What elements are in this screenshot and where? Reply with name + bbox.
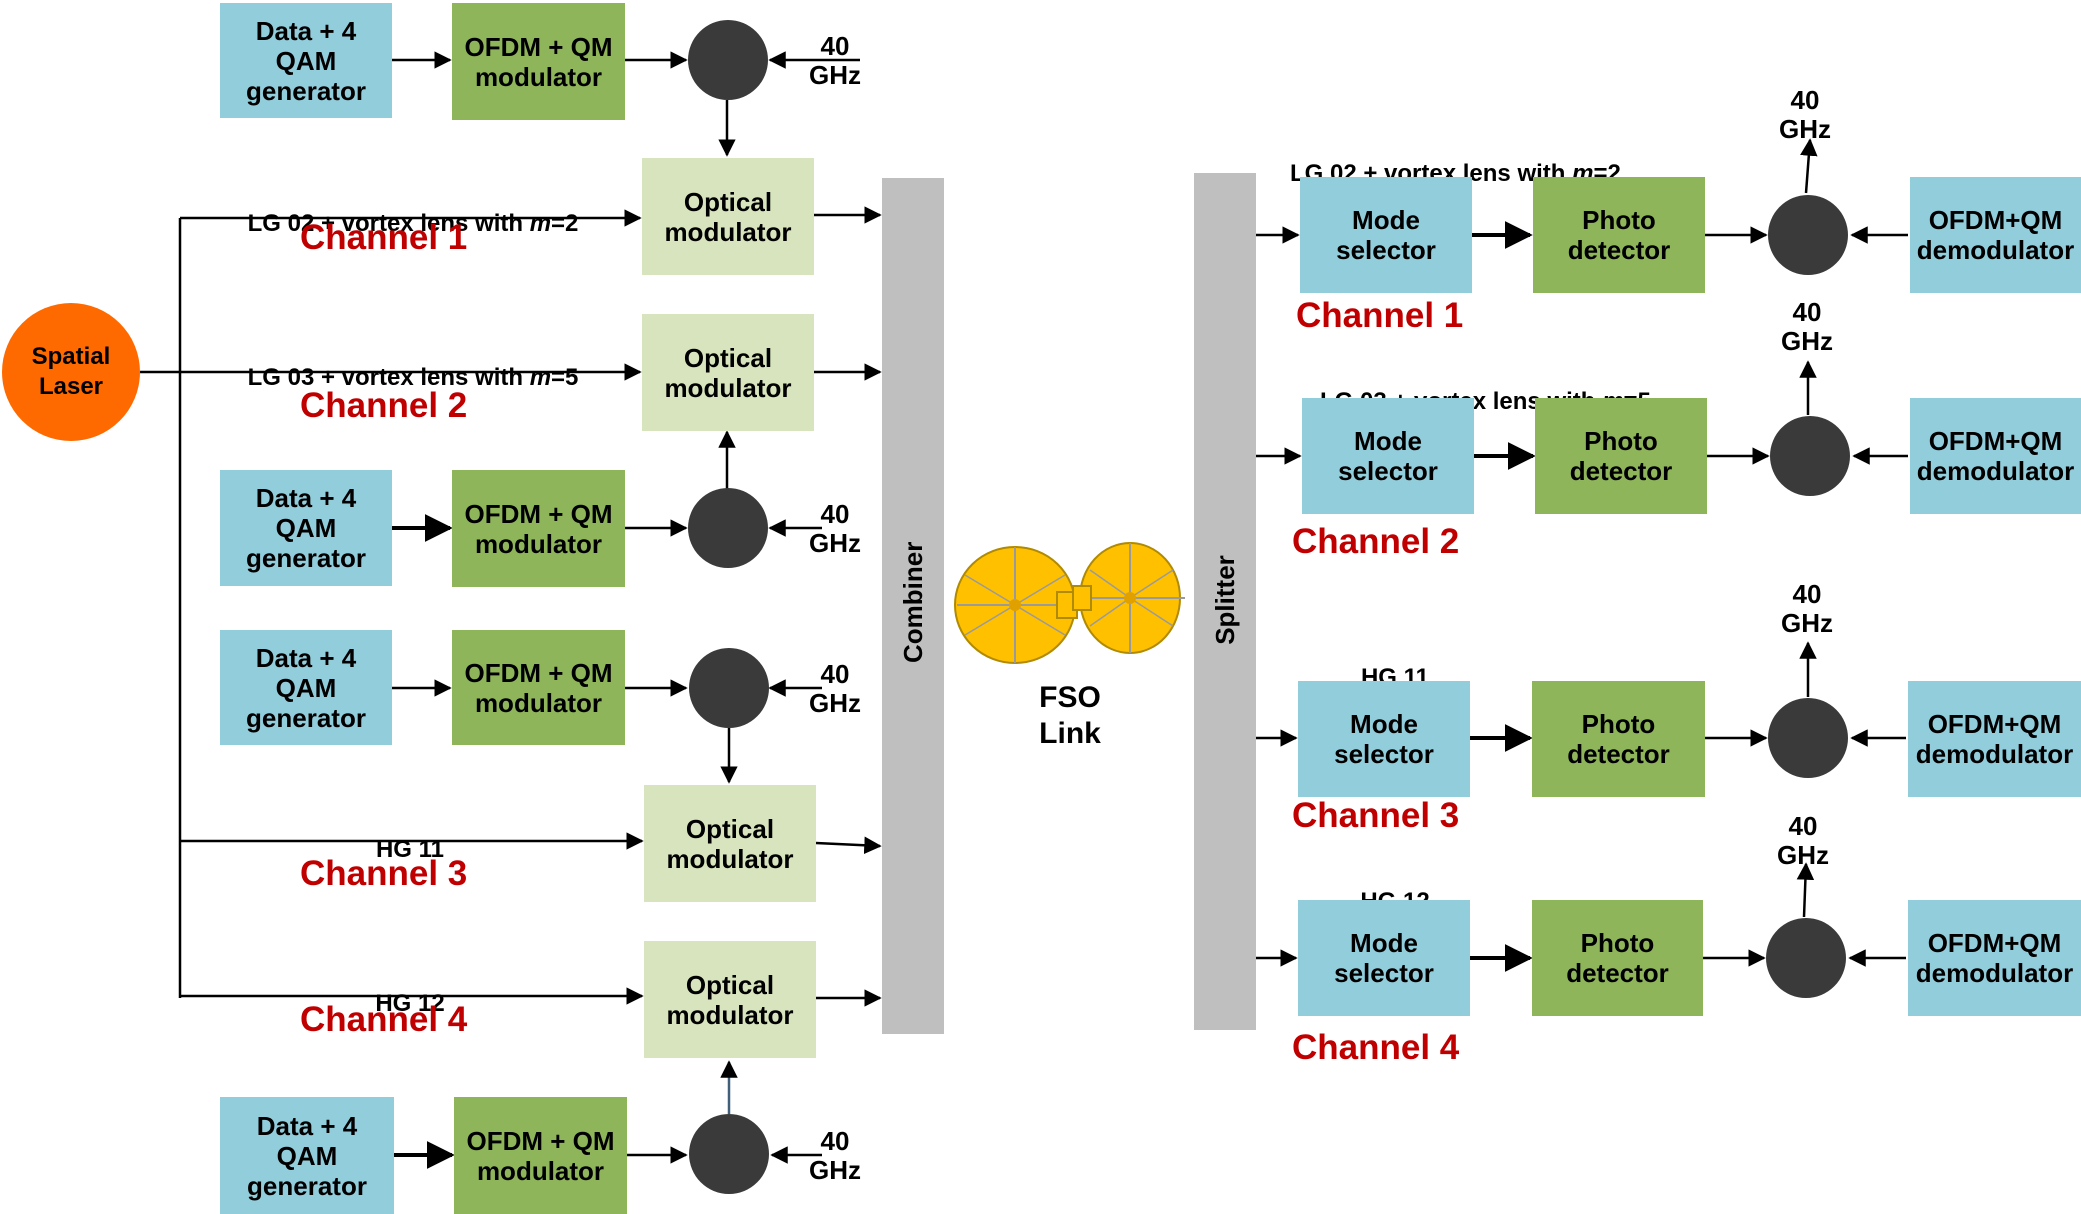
fso-label: FSO Link (1039, 681, 1101, 750)
channel-label: Channel 3 (300, 854, 468, 893)
fso-dish-icon (954, 542, 1185, 664)
channel-label: Channel 1 (1296, 296, 1464, 335)
mixer-node (689, 648, 769, 728)
combiner (882, 178, 944, 1034)
mode-text: LG 02 + vortex lens with (247, 210, 530, 237)
ofdm-qm-demodulator: OFDM+QM demodulator (1908, 681, 2081, 797)
ofdm-qm-modulator: OFDM + QM modulator (452, 3, 625, 120)
channel-label: Channel 4 (1292, 1028, 1460, 1067)
mode-value: =5 (551, 364, 579, 391)
ofdm-qm-demodulator: OFDM+QM demodulator (1908, 900, 2081, 1016)
mode-variable: m (529, 210, 552, 237)
qam-generator: Data + 4 QAM generator (220, 470, 392, 586)
qam-generator: Data + 4 QAM generator (220, 630, 392, 745)
mixer-node (688, 20, 768, 100)
mode-text: HG 11 (375, 836, 445, 863)
mode-value: =2 (551, 210, 579, 237)
mode-selector: Mode selector (1300, 177, 1472, 293)
ofdm-qm-modulator: OFDM + QM modulator (452, 630, 625, 745)
frequency-label: 40 GHz (809, 659, 861, 718)
frequency-label: 40 GHz (1779, 85, 1831, 144)
channel-label: Channel 1 (300, 218, 468, 257)
mode-variable: m (529, 364, 552, 391)
channel-label: Channel 3 (1292, 796, 1460, 835)
mode-selector: Mode selector (1298, 900, 1470, 1016)
qam-generator: Data + 4 QAM generator (220, 3, 392, 118)
mode-selector: Mode selector (1302, 398, 1474, 514)
optical-modulator: Optical modulator (644, 941, 816, 1058)
frequency-label: 40 GHz (1781, 297, 1833, 356)
spatial-laser: Spatial Laser (2, 303, 140, 441)
channel-label: Channel 2 (1292, 522, 1460, 561)
ofdm-qm-demodulator: OFDM+QM demodulator (1910, 177, 2081, 293)
mixer-node (1770, 416, 1850, 496)
photo-detector: Photo detector (1532, 681, 1705, 797)
splitter (1194, 173, 1256, 1030)
photo-detector: Photo detector (1532, 900, 1703, 1016)
mode-label: HG 11 (360, 808, 460, 864)
mode-label: LG 03 + vortex lens with m=5 (228, 336, 598, 392)
optical-modulator: Optical modulator (642, 158, 814, 275)
ofdm-qm-modulator: OFDM + QM modulator (452, 470, 625, 587)
channel-label: Channel 4 (300, 1000, 468, 1039)
frequency-label: 40 GHz (1777, 811, 1829, 870)
combiner-label: Combiner (898, 541, 928, 663)
mixer-node (689, 1114, 769, 1194)
mode-text: LG 03 + vortex lens with (247, 364, 530, 391)
photo-detector: Photo detector (1535, 398, 1707, 514)
frequency-label: 40 GHz (809, 1126, 861, 1185)
qam-generator: Data + 4 QAM generator (220, 1097, 394, 1214)
frequency-label: 40 GHz (809, 499, 861, 558)
optical-modulator: Optical modulator (642, 314, 814, 431)
mode-label: HG 12 (360, 962, 460, 1018)
mixer-node (1768, 195, 1848, 275)
ofdm-qm-demodulator: OFDM+QM demodulator (1910, 398, 2081, 514)
mixer-node (688, 488, 768, 568)
optical-modulator: Optical modulator (644, 785, 816, 902)
frequency-label: 40 GHz (1781, 579, 1833, 638)
splitter-label: Splitter (1210, 555, 1240, 645)
channel-label: Channel 2 (300, 386, 468, 425)
mode-text: HG 12 (375, 990, 445, 1017)
photo-detector: Photo detector (1533, 177, 1705, 293)
mixer-node (1768, 698, 1848, 778)
frequency-label: 40 GHz (809, 31, 861, 90)
mode-label: LG 02 + vortex lens with m=2 (228, 182, 598, 238)
mixer-node (1766, 918, 1846, 998)
ofdm-qm-modulator: OFDM + QM modulator (454, 1097, 627, 1214)
mode-selector: Mode selector (1298, 681, 1470, 797)
